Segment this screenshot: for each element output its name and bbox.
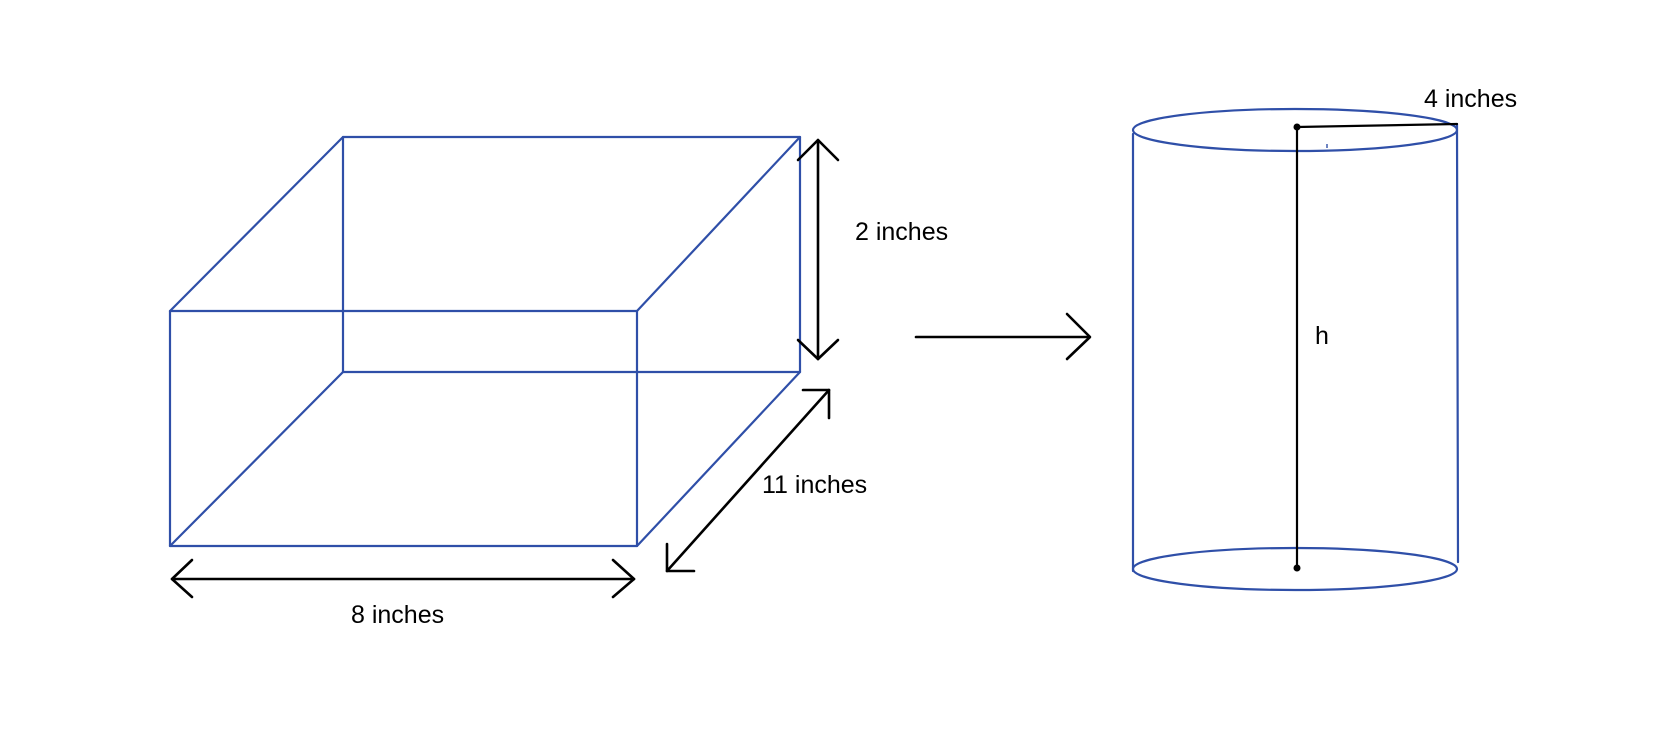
box-depth-label: 11 inches	[762, 471, 868, 499]
cylinder-height-label: h	[1315, 322, 1329, 350]
box-edge-top-right	[635, 135, 802, 313]
box-edge-top-left	[168, 135, 345, 313]
cylinder	[1131, 107, 1460, 592]
radius-line	[1293, 122, 1459, 148]
transform-arrow	[914, 312, 1092, 361]
box-edge-bottom-right	[635, 370, 802, 548]
height-dimension-arrow	[796, 138, 840, 361]
box-height-label: 2 inches	[855, 218, 949, 246]
box-back-face	[341, 135, 802, 374]
cylinder-top-ellipse	[1131, 107, 1459, 153]
box-front-face	[168, 309, 639, 548]
length-dimension-arrow	[170, 558, 636, 599]
box-length-label: 8 inches	[351, 601, 445, 629]
cylinder-right-side	[1455, 122, 1460, 564]
depth-dimension-arrow	[665, 388, 831, 573]
cylinder-height-line	[1293, 125, 1301, 572]
rectangular-box	[168, 135, 802, 548]
cylinder-radius-label: 4 inches	[1424, 85, 1518, 113]
box-edge-bottom-left	[168, 370, 345, 548]
